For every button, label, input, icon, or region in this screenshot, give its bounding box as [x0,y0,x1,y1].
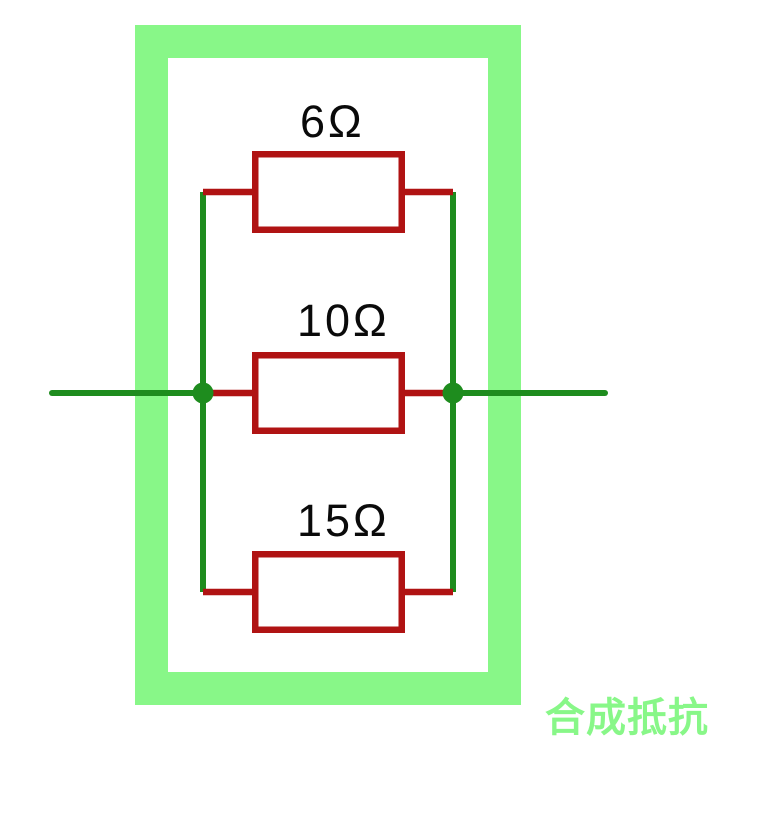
resistor-label-10ohm: 10Ω [297,295,390,346]
resistor-label-15ohm: 15Ω [297,495,390,546]
resistor-box-15ohm [252,551,405,633]
highlight-frame [135,25,521,705]
resistor-box-10ohm [252,352,405,434]
resistor-box-6ohm [252,151,405,233]
resistor-label-6ohm: 6Ω [300,96,365,147]
junction-dot-left [192,382,214,404]
junction-dot-right [442,382,464,404]
combined-resistance-caption: 合成抵抗 [545,696,709,740]
